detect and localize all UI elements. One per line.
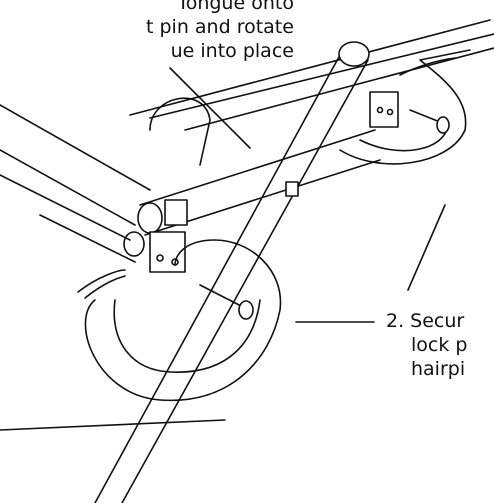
step-2-line-2: lock p	[411, 334, 468, 356]
step-2-line-3: hairpi	[411, 358, 466, 380]
curved-arm	[149, 97, 211, 166]
leader-line-1	[169, 67, 251, 149]
step-1-line-3: ue into place	[170, 40, 294, 62]
step-1-line-2: t pin and rotate	[146, 16, 294, 38]
lower-left-rails	[0, 104, 151, 263]
lower-lock-pin	[77, 269, 254, 320]
leader-line-2a	[407, 204, 446, 291]
upper-lock-pin	[399, 57, 456, 134]
step-1-line-1: Tongue onto	[177, 0, 294, 14]
step-1-callout: Tongue onto t pin and rotate ue into pla…	[146, 0, 294, 63]
upper-loop-inner	[359, 124, 449, 152]
step-2-callout: 2. Secur lock p hairpi	[386, 309, 467, 381]
step-2-line-1: 2. Secur	[386, 310, 465, 332]
upper-loop	[339, 49, 471, 165]
lower-loop	[84, 239, 282, 402]
lower-bracket	[149, 199, 188, 273]
lower-loop-inner	[113, 299, 261, 373]
main-pole	[0, 41, 370, 503]
upper-bracket	[369, 91, 399, 128]
